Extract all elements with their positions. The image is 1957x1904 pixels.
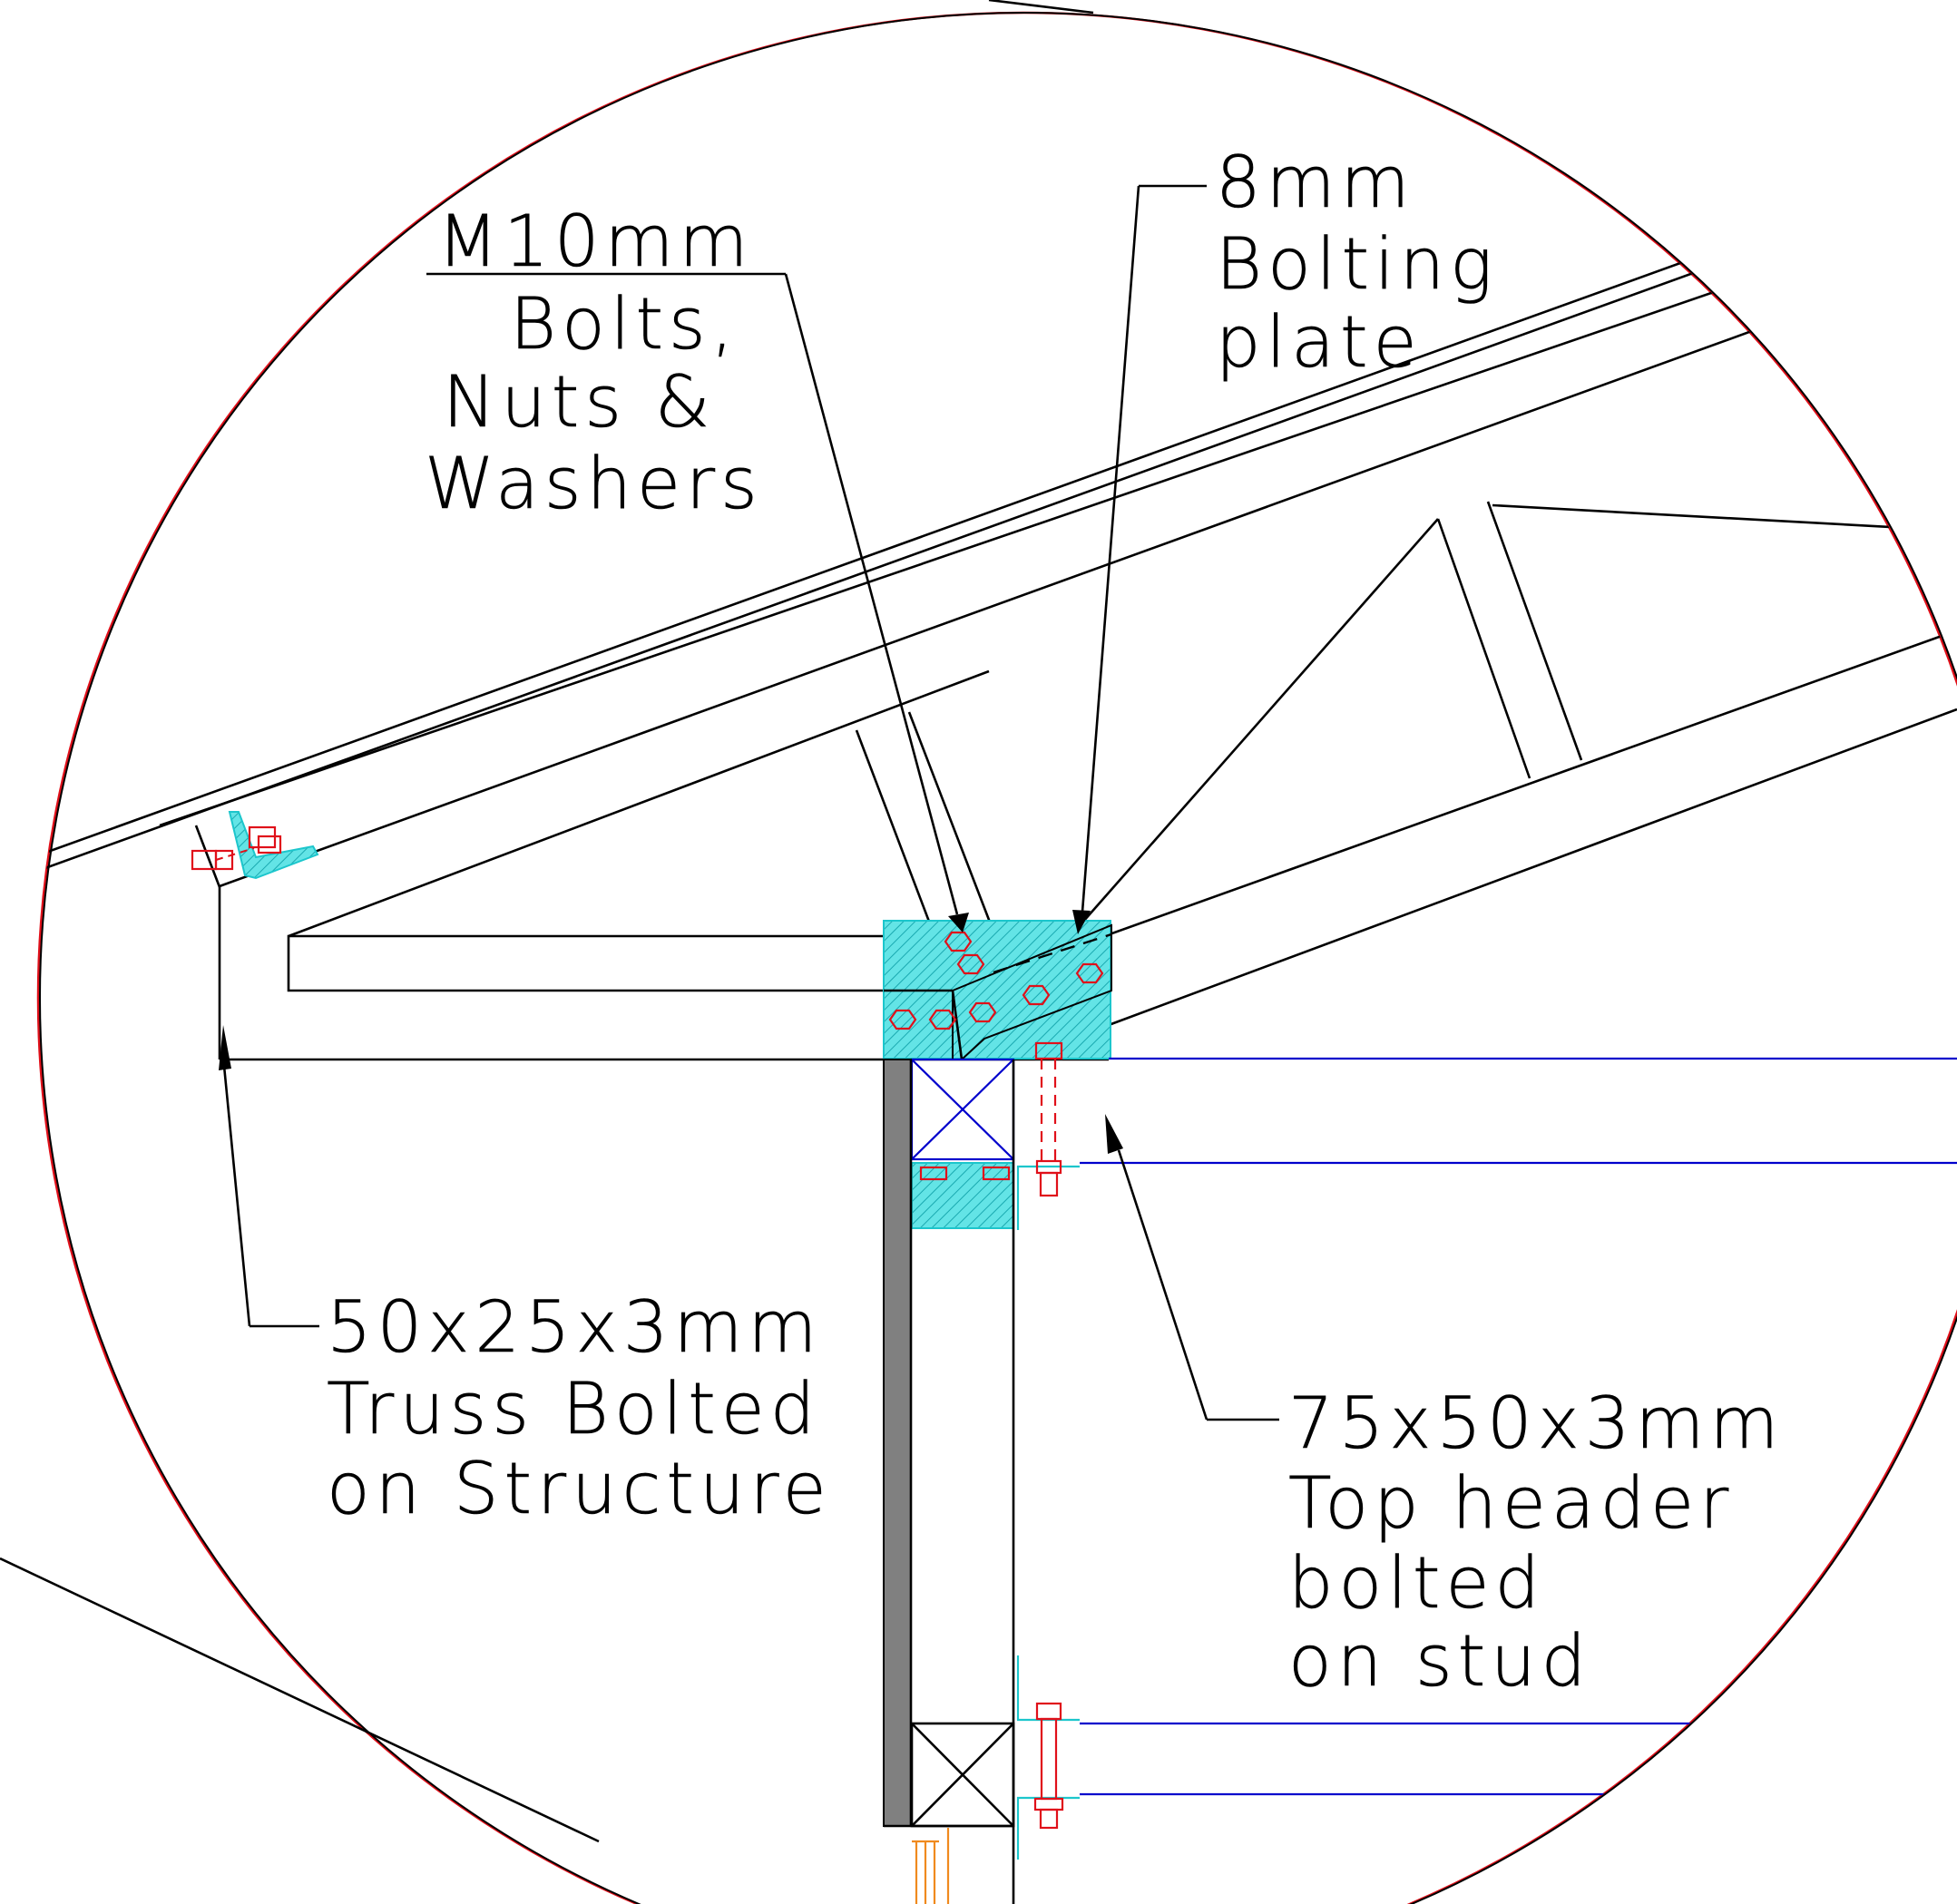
label-truss-line3: on Structure — [327, 1449, 832, 1530]
lower-cleat-bolt — [1016, 1655, 1080, 1860]
leader-bolts — [426, 272, 969, 932]
eave-angle-bracket — [191, 811, 319, 880]
label-header-line1: 75x50x3mm — [1288, 1383, 1784, 1465]
header-bolt — [1034, 1041, 1063, 1197]
label-plate: 8mm Bolting plate — [1216, 142, 1498, 385]
leader-plate — [1072, 184, 1207, 934]
label-truss: 50x25x3mm Truss Bolted on Structure — [327, 1287, 832, 1531]
label-plate-line3: plate — [1216, 302, 1423, 384]
plate-bolt-heads — [888, 931, 1104, 1030]
label-truss-line2: Truss Bolted — [327, 1369, 820, 1450]
label-bolts-line1: M10mm — [437, 201, 754, 283]
label-bolts: M10mm Bolts, Nuts & Washers — [425, 201, 763, 526]
label-bolts-line3: Nuts & — [443, 362, 716, 444]
label-header: 75x50x3mm Top header bolted on stud — [1288, 1383, 1784, 1704]
label-header-line3: bolted — [1288, 1543, 1545, 1625]
label-bolts-line2: Bolts, — [510, 284, 739, 366]
roof-top-chord — [38, 161, 1957, 888]
top-header-section — [910, 1057, 1957, 1165]
label-plate-line1: 8mm — [1216, 142, 1415, 224]
leader-truss — [219, 1025, 319, 1328]
timber-packers — [912, 1828, 950, 1904]
label-plate-line2: Bolting — [1216, 224, 1498, 306]
label-header-line4: on stud — [1288, 1621, 1591, 1703]
bolting-plate — [883, 920, 1112, 1060]
label-bolts-line4: Washers — [425, 444, 763, 525]
leader-header — [1105, 1114, 1279, 1421]
label-truss-line1: 50x25x3mm — [327, 1287, 822, 1369]
label-header-line2: Top header — [1288, 1463, 1734, 1545]
